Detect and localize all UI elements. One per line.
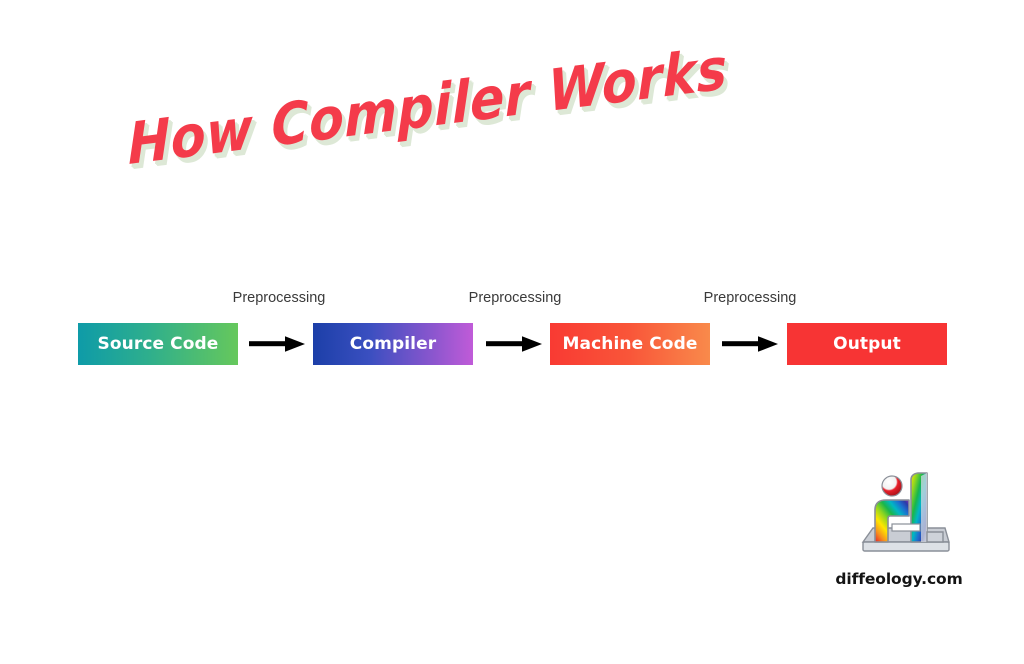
branding-block: diffeology.com [833, 466, 965, 596]
brand-caption: diffeology.com [835, 570, 963, 588]
page-title: How Compiler Works [122, 37, 728, 196]
stage-label-output: Output [833, 334, 901, 354]
arrow-right-icon [486, 336, 544, 352]
stage-box-machine-code: Machine Code [550, 323, 710, 365]
stage-label-machine-code: Machine Code [562, 334, 698, 354]
connector-label-3: Preprocessing [703, 290, 797, 306]
stage-label-source-code: Source Code [97, 334, 219, 354]
arrow-right-icon [722, 336, 780, 352]
connector-label-1: Preprocessing [232, 290, 326, 306]
connector-label-2: Preprocessing [468, 290, 562, 306]
arrow-right-icon [249, 336, 307, 352]
diffeology-logo-icon [859, 466, 953, 562]
stage-label-compiler: Compiler [349, 334, 437, 354]
stage-box-output: Output [787, 323, 947, 365]
page-title-text: How Compiler Works [127, 36, 729, 179]
stage-box-source-code: Source Code [78, 323, 238, 365]
stage-box-compiler: Compiler [313, 323, 473, 365]
compiler-pipeline-diagram: Preprocessing Preprocessing Preprocessin… [0, 290, 1024, 380]
